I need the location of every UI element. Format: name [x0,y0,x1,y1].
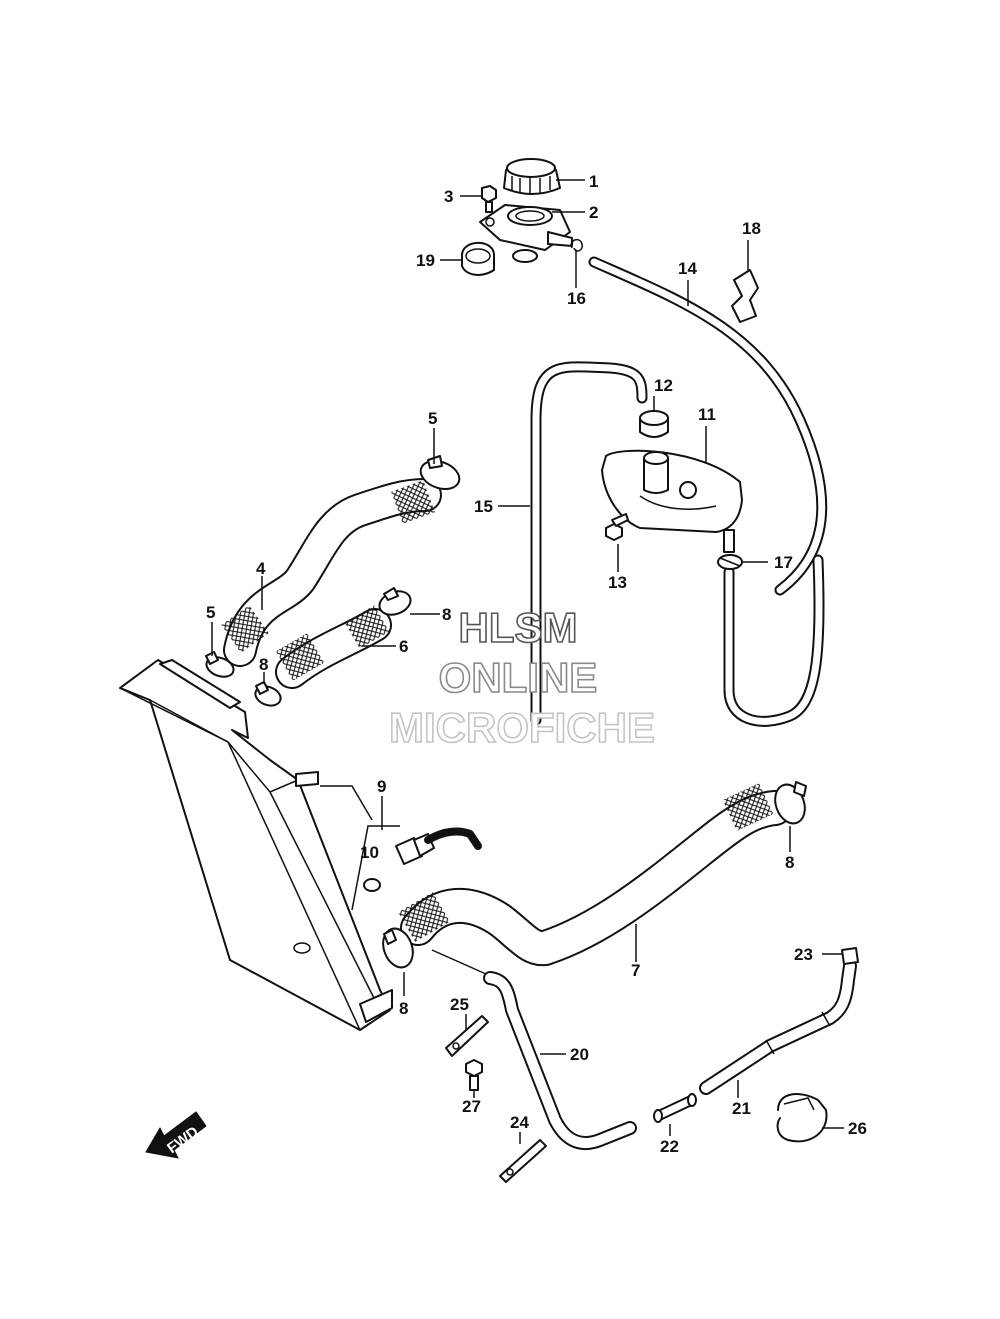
upper-hose-4 [221,478,442,667]
reservoir-cap [639,410,669,438]
callout-8-right: 8 [785,853,794,872]
callout-labels: 1 2 3 19 16 18 14 12 11 15 13 17 5 4 5 8… [206,172,867,1156]
radiator [119,659,393,1031]
callout-7: 7 [631,961,640,980]
callout-11: 11 [698,405,716,424]
callout-19: 19 [416,251,435,270]
callout-13: 13 [608,573,627,592]
vent-hose-15 [530,361,648,726]
watermark-line-1: HLSM [459,604,578,651]
callout-26: 26 [848,1119,867,1138]
callout-17: 17 [774,553,793,572]
callout-14: 14 [678,259,697,278]
leader-lines [211,179,844,1144]
callout-18: 18 [742,219,761,238]
callout-9: 9 [377,777,386,796]
radiator-cap [503,158,561,195]
watermark-line-2: ONLINE [439,654,598,701]
bolt-27 [465,1059,483,1091]
clamp-8-right [774,781,807,825]
fwd-arrow-icon: FWD [145,1111,207,1159]
lower-hose-7 [398,783,793,967]
overflow-hose-14 [588,256,828,596]
clamp-8-top [378,587,412,616]
pipe-20 [431,949,637,1151]
clip-16 [570,238,584,252]
reservoir-drain-hose [723,554,825,727]
callout-5-top: 5 [428,409,437,428]
callout-27: 27 [462,1097,481,1116]
watermark: HLSM ONLINE MICROFICHE [388,603,656,752]
clamp-19 [461,241,495,276]
callout-15: 15 [474,497,493,516]
joint-22 [653,1093,697,1123]
callout-23: 23 [794,945,813,964]
clamp-18 [731,269,759,323]
thermo-switch [320,785,482,911]
watermark-line-3: MICROFICHE [389,704,655,751]
clamp-5-left [205,651,235,678]
hose-6 [275,605,392,689]
callout-6: 6 [399,637,408,656]
callout-8-bottom: 8 [399,999,408,1018]
callout-8-left: 8 [259,655,268,674]
clamp-8-bottom [382,927,414,969]
reservoir-tank [601,449,743,553]
callout-24: 24 [510,1113,529,1132]
band-25 [445,1015,489,1057]
callout-3: 3 [444,187,453,206]
clamp-17 [717,554,743,570]
callout-10: 10 [360,843,379,862]
band-24 [499,1139,547,1183]
callout-4: 4 [256,559,266,578]
callout-12: 12 [654,376,673,395]
filler-neck [479,204,573,263]
bolt-3 [481,185,497,213]
callout-22: 22 [660,1137,679,1156]
callout-1: 1 [589,172,598,191]
callout-21: 21 [732,1099,751,1118]
bolt-13 [605,513,629,541]
clamp-26 [776,1093,828,1143]
callout-20: 20 [570,1045,589,1064]
clamp-5-top [419,455,461,491]
clamp-8-left [254,681,282,707]
callout-2: 2 [589,203,598,222]
pipe-21 [699,959,857,1095]
callout-25: 25 [450,995,469,1014]
clamp-23 [841,947,859,965]
callout-16: 16 [567,289,586,308]
callout-8-top: 8 [442,605,451,624]
callout-5-left: 5 [206,603,215,622]
